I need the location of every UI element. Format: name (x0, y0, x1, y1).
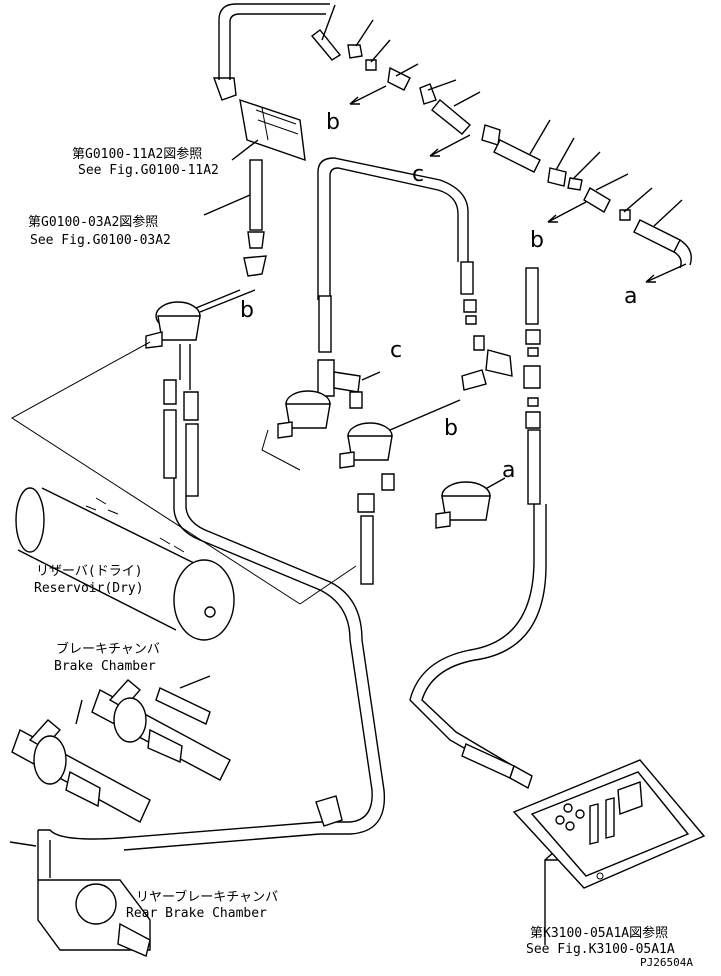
brake-chamber-label-jp: ブレーキチャンバ (56, 642, 160, 657)
ref-g0100-03a2-en: See Fig.G0100-03A2 (30, 233, 171, 248)
brake-chambers (11, 675, 231, 823)
rear-brake-chamber-label-en: Rear Brake Chamber (126, 906, 267, 921)
control-panel (512, 759, 706, 889)
reservoir-label-en: Reservoir(Dry) (34, 581, 144, 596)
ref-k3100-05a1a-en: See Fig.K3100-05A1A (526, 942, 675, 957)
connection-letter-c: c (412, 162, 425, 187)
ref-g0100-11a2-jp: 第G0100-11A2図参照 (72, 147, 203, 162)
arrows (195, 85, 687, 493)
rear-brake-chamber (9, 830, 151, 957)
connection-letter-b: b (326, 110, 340, 135)
center-valves (277, 359, 491, 585)
ref-g0100-03a2-jp: 第G0100-03A2図参照 (28, 215, 159, 230)
connection-letter-b: b (240, 298, 254, 323)
connection-letter-a: a (502, 458, 516, 483)
connection-letter-c: c (390, 338, 403, 363)
connection-letter-a: a (624, 284, 638, 309)
outline-lines (11, 341, 357, 605)
top-pipe-loop (213, 3, 342, 101)
right-column-fittings (461, 267, 541, 505)
reservoir-tank (15, 487, 235, 641)
top-fittings-chain (321, 4, 692, 269)
brake-chamber-label-en: Brake Chamber (54, 659, 156, 674)
ref-g0100-11a2-en: See Fig.G0100-11A2 (78, 163, 219, 178)
connection-letter-b: b (444, 416, 458, 441)
c-pipe (317, 157, 474, 353)
rear-brake-chamber-label-jp: リヤーブレーキチャンバ (136, 890, 279, 905)
connection-letter-b: b (530, 228, 544, 253)
ref-k3100-05a1a-jp: 第K3100-05A1A図参照 (530, 926, 669, 941)
bracket-plate (239, 98, 306, 162)
drawing-number: PJ26504A (640, 956, 693, 969)
left-valve-assembly (145, 159, 267, 497)
reservoir-label-jp: リザーバ(ドライ) (36, 564, 143, 579)
